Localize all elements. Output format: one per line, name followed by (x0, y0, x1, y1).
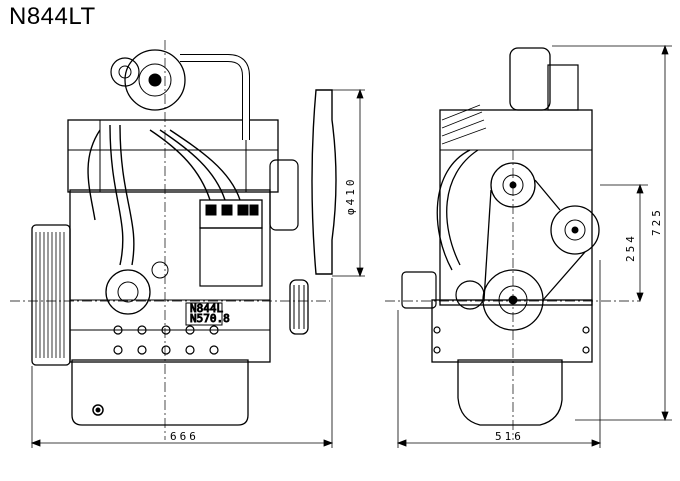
dim-pulley-diameter: φ410 (344, 177, 357, 216)
front-view (31, 49, 337, 426)
dim-axis-height: 254 (624, 233, 637, 262)
plate-text-line2: N570.8 (190, 312, 230, 325)
dim-front-width: 666 (170, 430, 199, 443)
dimension-lines (30, 44, 672, 448)
dim-total-height: 725 (650, 207, 663, 236)
plate-text-line1: N844L (190, 302, 223, 315)
side-view (401, 47, 600, 426)
dim-side-width: 516 (495, 430, 524, 443)
model-title: N844LT (9, 3, 96, 30)
centerlines (10, 40, 640, 440)
